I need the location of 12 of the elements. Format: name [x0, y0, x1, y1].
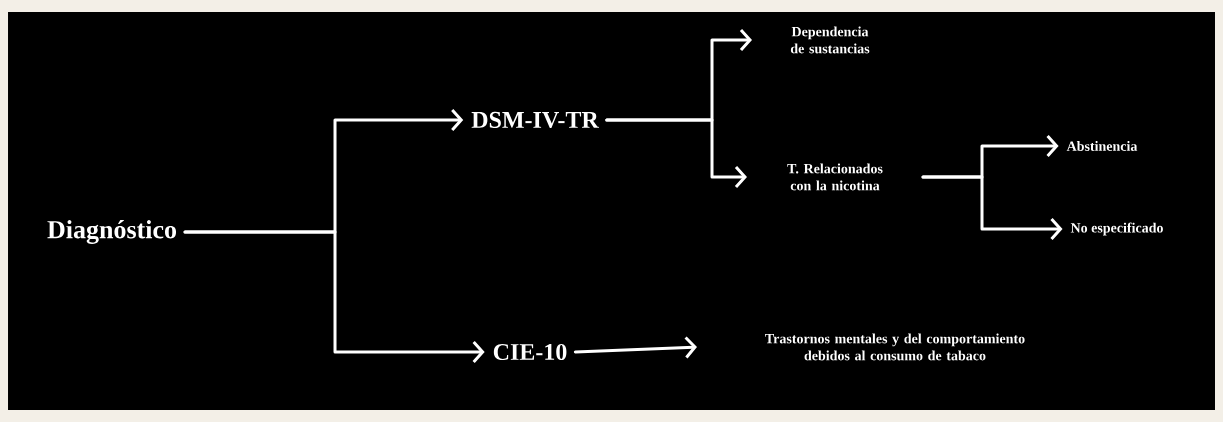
root-label: Diagnóstico [47, 220, 177, 244]
arrow [921, 175, 1063, 240]
arrow [573, 336, 697, 359]
category-label: Trastornos mentales y del comportamiento debidos al consumo de tabaco [765, 333, 1025, 361]
category-label: CIE-10 [493, 343, 567, 361]
category-label: T. Relacionados con la nicotina [787, 163, 883, 191]
category-label: Abstinencia [1066, 141, 1138, 151]
category-label: DSM-IV-TR [471, 111, 599, 129]
category-label: Dependencia de sustancias [790, 26, 870, 54]
arrow [605, 118, 747, 188]
category-label: No especificado [1070, 222, 1163, 236]
arrow [183, 230, 485, 363]
